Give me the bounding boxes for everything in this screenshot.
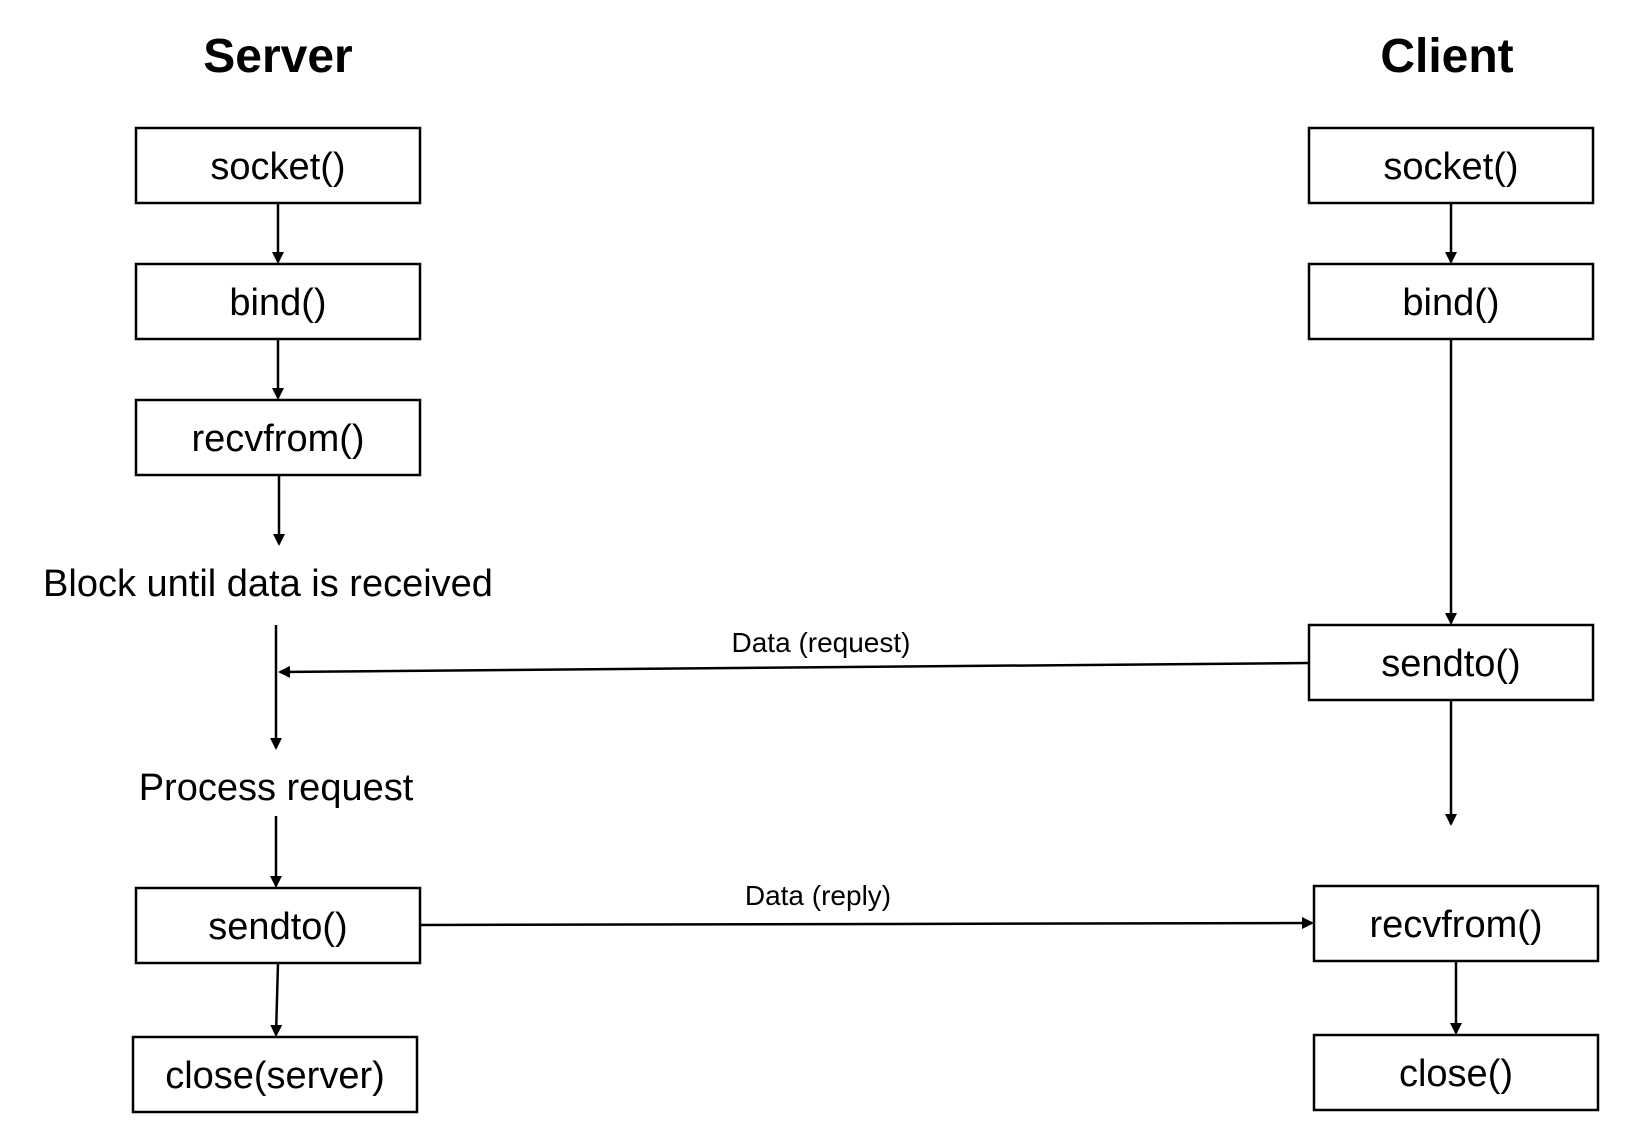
server-recvfrom-box: recvfrom() — [134, 398, 422, 477]
client-sendto-label: sendto() — [1381, 643, 1520, 685]
client-close-box: close() — [1312, 1033, 1600, 1112]
client-bind-box: bind() — [1307, 262, 1595, 341]
reply-label: Data (reply) — [745, 880, 891, 911]
server-socket-box: socket() — [134, 126, 422, 205]
server-recvfrom-label: recvfrom() — [191, 418, 364, 460]
server-process-label: Process request — [139, 767, 414, 809]
server-block-label: Block until data is received — [43, 563, 493, 605]
client-socket-label: socket() — [1383, 146, 1518, 188]
server-socket-label: socket() — [210, 146, 345, 188]
server-close-label: close(server) — [165, 1055, 385, 1097]
server-close-box: close(server) — [131, 1035, 419, 1114]
client-close-label: close() — [1399, 1053, 1513, 1095]
request-arrow — [278, 661, 1310, 678]
server-sendto-box: sendto() — [134, 886, 422, 965]
request-label: Data (request) — [732, 627, 911, 658]
server-arrow-sendto-close — [270, 962, 283, 1037]
client-bind-label: bind() — [1402, 282, 1499, 324]
server-bind-box: bind() — [134, 262, 422, 341]
server-sendto-label: sendto() — [208, 906, 347, 948]
client-recvfrom-label: recvfrom() — [1369, 904, 1542, 946]
server-title: Server — [203, 30, 352, 83]
client-socket-box: socket() — [1307, 126, 1595, 205]
reply-arrow — [419, 917, 1314, 930]
server-bind-label: bind() — [229, 282, 326, 324]
client-recvfrom-box: recvfrom() — [1312, 884, 1600, 963]
client-sendto-box: sendto() — [1307, 623, 1595, 702]
client-title: Client — [1380, 30, 1513, 83]
